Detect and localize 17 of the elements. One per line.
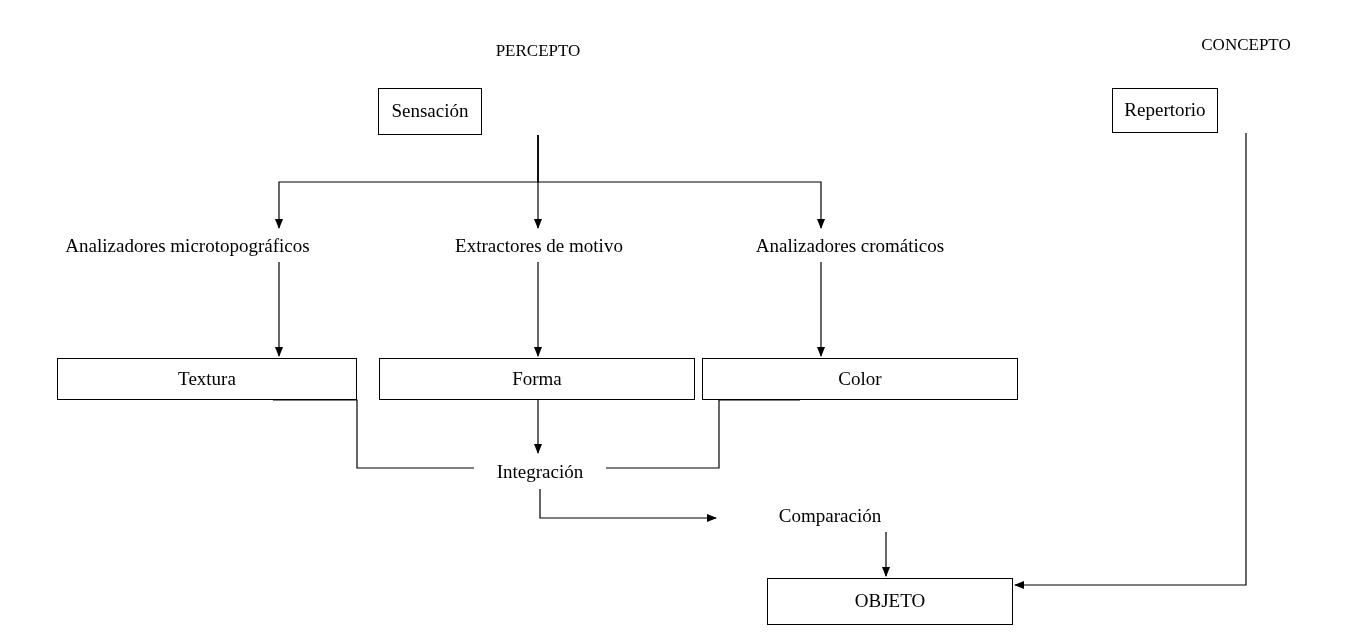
connector-arrow [882,531,890,577]
process-box: Forma [379,358,695,400]
process-label: Comparación [718,500,942,532]
connector-arrow [275,261,283,357]
connector-arrow [537,134,825,229]
process-box: Repertorio [1112,88,1218,133]
process-box: Color [702,358,1018,400]
connector-arrow [1014,132,1247,589]
connector-arrow [539,488,717,522]
connector-arrow [534,261,542,357]
section-heading: CONCEPTO [1200,34,1292,56]
connector-arrow [534,399,542,454]
process-box: Textura [57,358,357,400]
connector-arrow [817,261,825,357]
section-heading: PERCEPTO [494,40,582,62]
process-box: Sensación [378,88,482,135]
process-box: OBJETO [767,578,1013,625]
